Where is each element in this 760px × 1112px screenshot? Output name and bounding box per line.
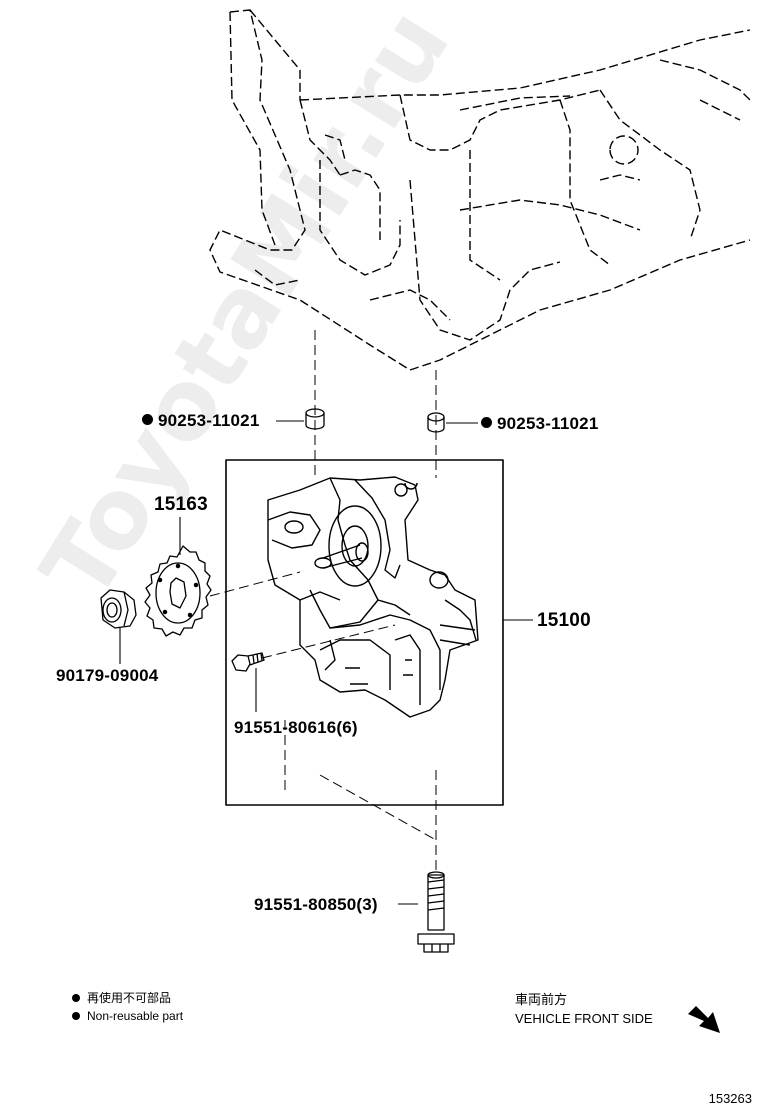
sprocket-15163 (144, 545, 212, 637)
part-label-dowel-left: 90253-11021 (142, 411, 259, 431)
oil-pump-body (267, 476, 479, 718)
legend-en-row: Non-reusable part (72, 1007, 183, 1025)
front-direction-arrow-icon (688, 1006, 720, 1033)
leader-lines (119, 420, 533, 905)
part-label-nut: 90179-09004 (56, 666, 159, 685)
pump-assy-box (225, 459, 504, 806)
legend-dot-icon (72, 1011, 80, 1020)
bolt-91551-80850 (417, 871, 455, 953)
part-label-dowel-right: 90253-11021 (481, 414, 598, 434)
legend-jp-row: 再使用不可部品 (72, 989, 183, 1007)
front-direction-label: 車両前方 VEHICLE FRONT SIDE (515, 992, 653, 1026)
legend: 再使用不可部品 Non-reusable part (72, 989, 183, 1025)
part-label-pump-assy: 15100 (537, 610, 591, 631)
dowel-pin-left (305, 408, 325, 430)
alignment-lines (209, 330, 437, 875)
part-label-bolt-long: 91551-80850(3) (254, 895, 378, 914)
legend-dot-icon (72, 993, 80, 1002)
bolt-91551-80616 (231, 652, 265, 672)
engine-block (209, 9, 751, 371)
part-label-sprocket: 15163 (154, 494, 208, 515)
non-reusable-icon (481, 417, 492, 429)
non-reusable-icon (142, 414, 153, 426)
diagram-number: 153263 (708, 1091, 752, 1106)
part-label-bolt-short: 91551-80616(6) (234, 718, 358, 737)
dowel-pin-right (427, 412, 445, 433)
flange-nut-90179 (100, 589, 137, 629)
